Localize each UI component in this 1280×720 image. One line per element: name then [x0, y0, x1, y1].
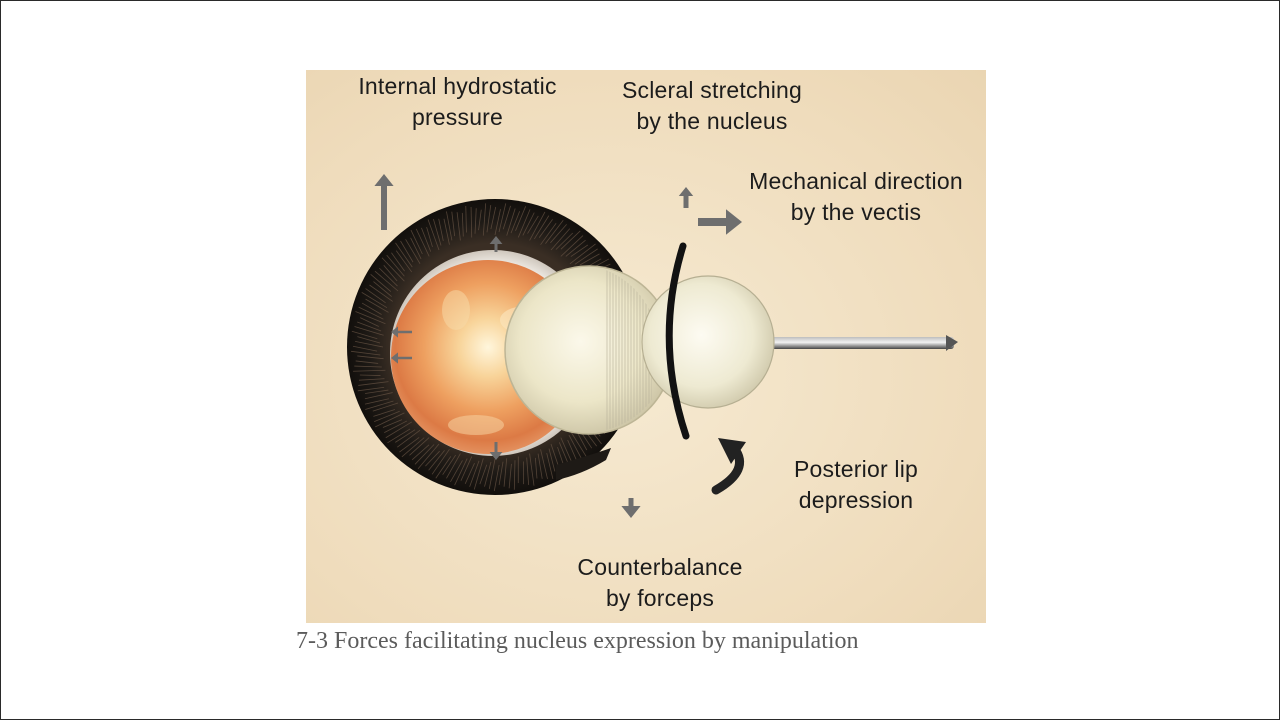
label-mechanical-direction: Mechanical direction by the vectis [749, 168, 963, 225]
arrow-left-small-icon [391, 352, 412, 364]
arrow-down-icon [621, 498, 641, 518]
label-posterior-lip-depression: Posterior lip depression [793, 456, 919, 513]
arrow-right-icon [698, 209, 742, 235]
label-scleral-stretching: Scleral stretching by the nucleus [621, 77, 802, 134]
label-internal-hydrostatic-pressure: Internal hydrostatic pressure [358, 73, 557, 130]
figure-caption: 7-3 Forces facilitating nucleus expressi… [296, 628, 859, 654]
arrow-up-icon [678, 187, 694, 208]
label-counterbalance-forceps: Counterbalance by forceps [577, 554, 743, 611]
arrow-left-small-icon [391, 326, 412, 338]
arrow-up-icon [374, 174, 394, 230]
vectis-instrument [641, 242, 958, 440]
eye-diagram [347, 174, 958, 518]
curved-arrow-head-icon [718, 438, 746, 464]
arrow-down-small-icon [489, 442, 503, 460]
figure-panel [306, 70, 986, 623]
iris-edge [556, 448, 611, 480]
arrow-up-small-icon [489, 236, 503, 252]
force-arrows [374, 174, 742, 518]
